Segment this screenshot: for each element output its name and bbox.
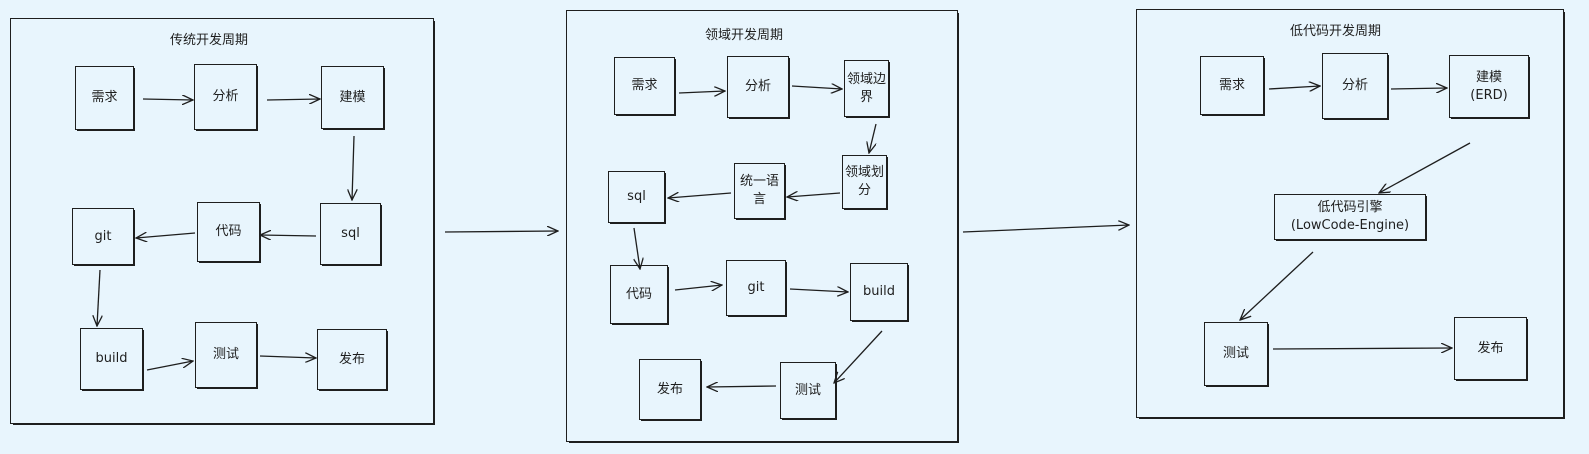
edge-traditional-to-domain [444,231,558,232]
lowcode-requirement-label: 需求 [1218,77,1245,93]
domain-release-node[interactable]: 发布 [639,359,701,420]
domain-panel-title: 领域开发周期 [705,28,784,43]
trad-git-node[interactable]: git [72,208,134,265]
lowcode-engine-en-label: (LowCode-Engine) [1290,218,1410,233]
domain-git-node[interactable]: git [726,260,786,316]
domain-language-label: 统一语言 [739,174,779,207]
lowcode-panel [1136,9,1564,418]
trad-edge-git-build [97,269,100,326]
domain-edge-git-build [789,289,848,292]
trad-git-label: git [94,228,112,244]
trad-edge-build-test [146,361,193,371]
lowcode-analysis-label: 分析 [1341,78,1368,94]
lowcode-edge-test-release [1272,348,1452,349]
lowcode-engine-label: 低代码引擎 [1317,200,1383,216]
trad-edge-modeling-sql [352,135,354,200]
trad-test-node[interactable]: 测试 [195,322,257,388]
domain-code-label: 代码 [625,286,652,302]
domain-sql-label: sql [627,189,646,205]
domain-edge-test-release [707,386,777,387]
domain-build-label: build [863,284,895,300]
domain-analysis-node[interactable]: 分析 [727,56,789,118]
trad-test-label: 测试 [212,347,239,363]
trad-modeling-node[interactable]: 建模 [321,66,384,129]
trad-sql-label: sql [341,226,360,242]
lowcode-analysis-node[interactable]: 分析 [1322,53,1388,119]
edge-domain-to-lowcode [962,225,1129,233]
trad-modeling-label: 建模 [339,89,366,105]
domain-release-label: 发布 [656,381,683,397]
domain-edge-requirement-analysis [678,91,725,93]
lowcode-edge-engine-test [1240,251,1314,320]
lowcode-edge-analysis-modeling [1390,88,1447,89]
domain-language-node[interactable]: 统一语言 [734,163,785,219]
domain-edge-boundary-division [869,123,877,153]
domain-edge-build-test [834,330,883,383]
trad-edge-sql-code [260,235,317,236]
lowcode-modeling-label: 建模 [1475,69,1502,85]
trad-edge-test-release [259,356,316,358]
lowcode-release-node[interactable]: 发布 [1454,317,1527,380]
domain-boundary-node[interactable]: 领域边界 [844,60,889,117]
trad-analysis-node[interactable]: 分析 [194,64,257,130]
lowcode-modeling-erd-label: (ERD) [1470,87,1508,103]
lowcode-test-label: 测试 [1222,346,1249,362]
domain-division-label: 领域划分 [845,165,885,198]
domain-edge-code-git [674,285,722,290]
domain-sql-node[interactable]: sql [608,171,665,223]
domain-edge-division-language [787,193,841,197]
trad-build-label: build [95,351,128,367]
lowcode-panel-title: 低代码开发周期 [1290,24,1382,39]
lowcode-edge-modeling-engine [1379,142,1471,193]
domain-edge-sql-code [633,227,640,269]
domain-division-node[interactable]: 领域划分 [842,155,887,209]
domain-edge-analysis-boundary [791,86,842,89]
lowcode-modeling-node[interactable]: 建模 (ERD) [1449,55,1529,118]
domain-panel [566,10,958,442]
trad-requirement-label: 需求 [91,90,118,106]
domain-requirement-label: 需求 [631,78,658,94]
trad-build-node[interactable]: build [80,328,143,390]
trad-sql-node[interactable]: sql [320,203,381,265]
trad-code-label: 代码 [215,224,242,240]
trad-analysis-label: 分析 [212,89,239,105]
domain-test-node[interactable]: 测试 [780,362,836,419]
trad-edge-code-git [136,233,196,238]
traditional-panel [10,18,434,424]
domain-build-node[interactable]: build [850,263,908,321]
lowcode-requirement-node[interactable]: 需求 [1200,56,1264,115]
domain-edge-language-sql [668,193,732,198]
traditional-panel-title: 传统开发周期 [170,33,249,48]
trad-requirement-node[interactable]: 需求 [75,66,134,130]
lowcode-engine-node[interactable]: 低代码引擎 (LowCode-Engine) [1274,194,1426,240]
trad-release-label: 发布 [338,351,365,367]
domain-requirement-node[interactable]: 需求 [614,57,675,115]
trad-release-node[interactable]: 发布 [317,329,387,390]
lowcode-release-label: 发布 [1477,340,1504,356]
domain-test-label: 测试 [794,382,821,398]
trad-edge-analysis-modeling [266,99,320,100]
lowcode-test-node[interactable]: 测试 [1204,322,1268,386]
domain-analysis-label: 分析 [744,79,771,95]
lowcode-edge-requirement-analysis [1268,86,1320,89]
domain-boundary-label: 领域边界 [847,71,887,105]
domain-git-label: git [747,280,765,296]
trad-edge-requirement-analysis [142,99,193,100]
